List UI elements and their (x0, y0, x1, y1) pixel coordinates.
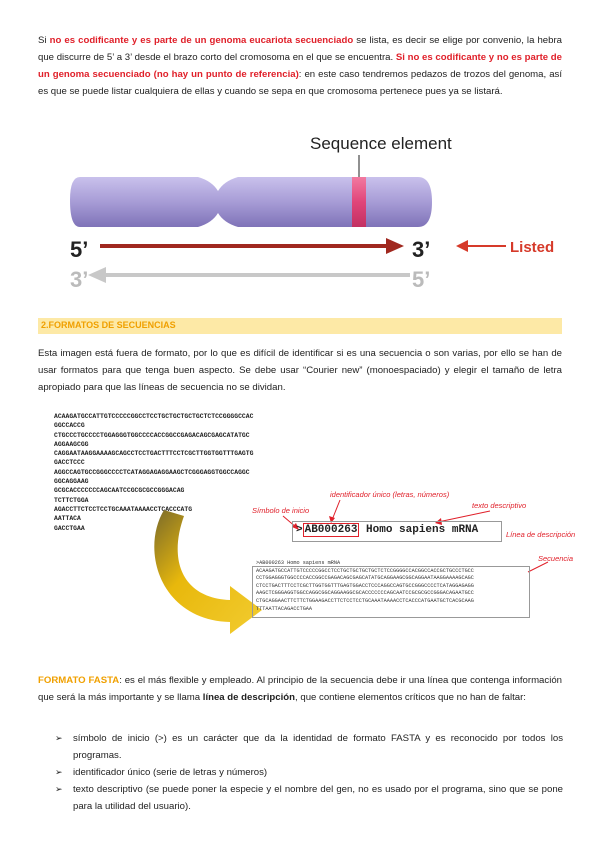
chromosome-body (70, 177, 432, 227)
intro-text-a: Si (38, 35, 50, 46)
sequence-element-band (352, 177, 366, 227)
listed-label: Listed (510, 239, 554, 256)
list-item-text: texto descriptivo (se puede poner la esp… (73, 784, 563, 812)
raw-line: TCTTCTGGA (54, 496, 89, 504)
three-prime-bottom: 3’ (70, 267, 88, 292)
list-item: ➢ texto descriptivo (se puede poner la es… (55, 781, 563, 815)
five-prime-top: 5’ (70, 237, 88, 262)
section-heading-banner: 2.FORMATOS DE SECUENCIAS (38, 318, 562, 334)
arrow-bullet-icon: ➢ (55, 767, 63, 777)
list-item-text: identificador único (serie de letras y n… (73, 767, 268, 778)
raw-line: CAGGAATAAGGAAAAGCAGCCTCCTGACTTTCCTCGCTTG… (54, 450, 254, 458)
transform-arrow (154, 510, 262, 634)
formats-paragraph: Esta imagen está fuera de formato, por l… (38, 348, 562, 393)
fasta-line: ACAAGATGCCATTGTCCCCCGGCCTCCTGCTGCTGCTGCT… (256, 567, 474, 574)
raw-line: GCGCACCCCCCCAGCAATCCGCGCGCCGGGACAG (54, 487, 185, 495)
list-item: ➢ símbolo de inicio (>) es un carácter qu… (55, 730, 563, 764)
fasta-text-a: : es el más flexible y empleado. Al prin… (38, 675, 562, 703)
identifier-label: identificador único (letras, números) (330, 490, 450, 499)
start-symbol-label: Símbolo de inicio (252, 506, 310, 515)
fasta-text-b: , que contiene elementos críticos que no… (295, 692, 526, 703)
raw-line: ACAAGATGCCATTGTCCCCCGGCCTCCTGCTGCTGCTGCT… (54, 413, 254, 420)
raw-line: AGGAAGCGG (54, 440, 89, 448)
fasta-line: CTGCAGGAACTTCTTCTGGAAGACCTTCTCCTCCTGCAAA… (256, 597, 474, 604)
raw-line: GGCAGGAAG (54, 478, 89, 486)
fasta-line: CTCCTGACTTTCCTCGCTTGGTGGTTTGAGTGGACCTCCC… (256, 582, 474, 589)
description-text: Homo sapiens mRNA (359, 524, 479, 536)
sequence-element-label: Sequence element (310, 134, 452, 153)
fasta-line: TTTAATTACAGACCTGAA (256, 605, 313, 612)
sequence-label: Secuencia (538, 554, 574, 563)
fasta-paragraph: FORMATO FASTA: es el más flexible y empl… (38, 672, 562, 706)
description-line-box (292, 521, 502, 542)
three-prime-top: 3’ (412, 237, 430, 262)
raw-sequence-block: ACAAGATGCCATTGTCCCCCGGCCTCCTGCTGCTGCTGCT… (54, 412, 253, 533)
list-item: ➢ identificador único (serie de letras y … (55, 764, 563, 781)
raw-line: AGACCTTCTCCTCCTGCAAATAAAACCTCACCCATG (54, 505, 193, 513)
raw-line: GACCTCCC (54, 459, 85, 467)
chromosome-figure: Sequence element 5’ 3’ 3’ 5’ Listed (70, 134, 554, 292)
description-line-label: Línea de descripción (506, 530, 576, 539)
start-symbol: > (296, 524, 303, 536)
fasta-line: >AB000263 Homo sapiens mRNA (256, 560, 341, 566)
raw-line: GACCTGAA (54, 524, 85, 532)
description-text-label: texto descriptivo (472, 501, 527, 510)
arrow-bullet-icon: ➢ (55, 733, 63, 743)
intro-paragraph: Si no es codificante y es parte de un ge… (38, 32, 562, 100)
raw-line: AATTACA (54, 515, 81, 523)
arrow-bullet-icon: ➢ (55, 784, 63, 794)
fasta-header-example: >AB000263 Homo sapiens mRNA (296, 523, 479, 537)
fasta-format-label: FORMATO FASTA (38, 675, 120, 686)
fasta-bold: línea de descripción (202, 692, 296, 703)
raw-line: GGCCACCG (54, 422, 85, 430)
five-prime-bottom: 5’ (412, 267, 430, 292)
intro-highlight-2: Si no es codificante y no es parte de un… (38, 52, 563, 80)
fasta-line: CCTGGAGGGTGGCCCCACCGGCCGAGACAGCGAGCATATG… (256, 575, 474, 582)
fasta-line: AAGCTCGGGAGGTGGCCAGGCGGCAGGAAGGCGCACCCCC… (256, 590, 474, 597)
list-item-text: símbolo de inicio (>) es un carácter que… (73, 733, 563, 761)
section-heading: 2.FORMATOS DE SECUENCIAS (41, 320, 176, 330)
sequence-box (252, 566, 530, 618)
intro-text-b: se lista, es decir se elige por convenio… (38, 35, 563, 63)
fasta-sequence-block: >AB000263 Homo sapiens mRNA ACAAGATGCCAT… (256, 560, 474, 613)
raw-line: AGGCCAGTGCCGGGCCCCTCATAGGAGAGGAAGCTCGGGA… (54, 468, 250, 476)
intro-text-c: : en este caso tendremos pedazos de troz… (38, 69, 562, 97)
intro-highlight-1: no es codificante y es parte de un genom… (49, 35, 354, 46)
identifier-box: AB000263 (302, 523, 360, 537)
raw-line: CTGCCCTGCCCCTGGAGGGTGGCCCCACCGGCCGAGACAG… (54, 431, 250, 439)
fasta-elements-list: ➢ símbolo de inicio (>) es un carácter qu… (55, 730, 563, 815)
